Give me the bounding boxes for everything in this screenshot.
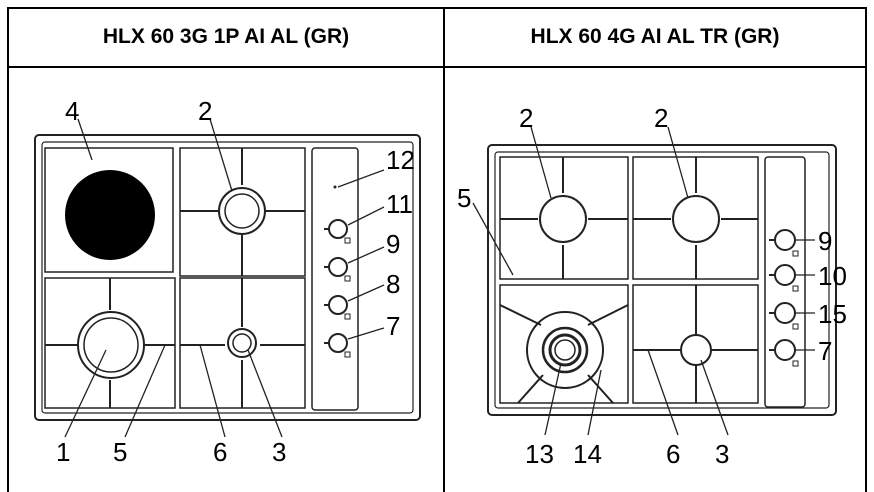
comparison-table: HLX 60 3G 1P AI AL (GR) HLX 60 4G AI AL … bbox=[7, 7, 867, 492]
knob-1 bbox=[328, 219, 348, 239]
header-divider bbox=[7, 66, 867, 68]
label-12: 12 bbox=[386, 145, 415, 175]
label-13: 13 bbox=[525, 439, 554, 469]
control-panel bbox=[311, 147, 359, 411]
knob-3 bbox=[328, 295, 348, 315]
label-15: 15 bbox=[818, 299, 847, 329]
burner-auxiliary bbox=[680, 334, 712, 366]
hob-diagram-right: 2 2 5 9 10 15 7 13 14 6 3 bbox=[457, 103, 847, 469]
column-divider bbox=[443, 7, 445, 492]
burner-rapid bbox=[77, 311, 145, 379]
burner-auxiliary bbox=[227, 328, 257, 358]
hob-inner-frame bbox=[41, 141, 414, 414]
knob-2 bbox=[328, 257, 348, 277]
knob-1 bbox=[774, 229, 796, 251]
knob-2 bbox=[774, 264, 796, 286]
label-7: 7 bbox=[386, 311, 400, 341]
column-header-right: HLX 60 4G AI AL TR (GR) bbox=[530, 25, 780, 48]
label-10: 10 bbox=[818, 261, 847, 291]
label-3: 3 bbox=[272, 437, 286, 467]
hotplate-zone bbox=[44, 147, 174, 273]
label-5: 5 bbox=[113, 437, 127, 467]
knob-3 bbox=[774, 302, 796, 324]
column-header-left: HLX 60 3G 1P AI AL (GR) bbox=[102, 25, 350, 48]
label-9: 9 bbox=[818, 226, 832, 256]
knob-4 bbox=[328, 333, 348, 353]
electric-hotplate bbox=[65, 170, 155, 260]
table-border-top bbox=[7, 7, 867, 9]
table-border-right bbox=[865, 7, 867, 492]
label-1: 1 bbox=[56, 437, 70, 467]
label-14: 14 bbox=[573, 439, 602, 469]
label-6: 6 bbox=[666, 439, 680, 469]
label-5: 5 bbox=[457, 183, 471, 213]
label-8: 8 bbox=[386, 269, 400, 299]
label-2a: 2 bbox=[519, 103, 533, 133]
label-11: 11 bbox=[386, 189, 413, 219]
label-4: 4 bbox=[65, 96, 79, 126]
grate-bottom-left bbox=[499, 284, 629, 404]
hob-diagram-left: 4 2 12 11 9 8 7 1 5 6 3 bbox=[34, 96, 421, 467]
wok-burner bbox=[526, 311, 604, 389]
hob-outer-frame bbox=[34, 134, 421, 421]
table-border-left bbox=[7, 7, 9, 492]
label-2b: 2 bbox=[654, 103, 668, 133]
knob-4 bbox=[774, 339, 796, 361]
burner-semi-rapid bbox=[218, 187, 266, 235]
label-2: 2 bbox=[198, 96, 212, 126]
burner-semi-rapid-1 bbox=[539, 195, 587, 243]
hob-outer-frame bbox=[487, 144, 837, 416]
label-7: 7 bbox=[818, 336, 832, 366]
label-9: 9 bbox=[386, 229, 400, 259]
burner-semi-rapid-2 bbox=[672, 195, 720, 243]
label-3: 3 bbox=[715, 439, 729, 469]
control-panel bbox=[764, 156, 806, 408]
hob-inner-frame bbox=[494, 151, 830, 409]
label-6: 6 bbox=[213, 437, 227, 467]
